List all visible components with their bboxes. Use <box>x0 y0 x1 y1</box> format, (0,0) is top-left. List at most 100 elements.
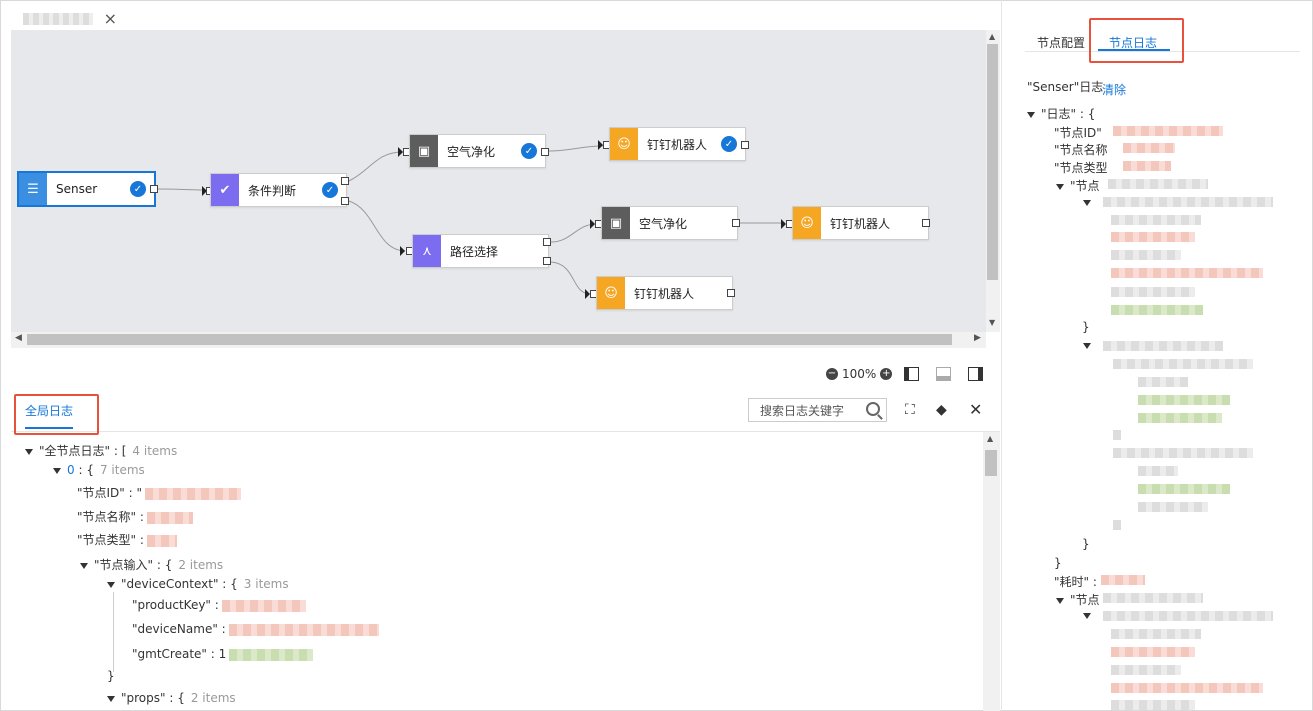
list-item[interactable] <box>1083 338 1097 352</box>
masked-value <box>1123 143 1175 153</box>
expand-icon[interactable] <box>1056 183 1064 190</box>
check-icon: ✓ <box>521 143 537 159</box>
output-port[interactable] <box>541 148 549 156</box>
expand-icon[interactable] <box>1027 111 1035 118</box>
node-dingtalk-robot-2[interactable]: ☺ 钉钉机器人 <box>792 206 929 240</box>
node-dingtalk-robot-3[interactable]: ☺ 钉钉机器人 <box>596 276 733 310</box>
output-port[interactable] <box>732 219 740 227</box>
expand-icon[interactable] <box>1056 597 1064 604</box>
masked-value <box>1111 700 1195 710</box>
output-port[interactable] <box>543 238 551 246</box>
output-port[interactable] <box>341 177 349 185</box>
close-icon[interactable]: ✕ <box>969 400 983 419</box>
scroll-left-icon[interactable]: ◀ <box>15 333 22 343</box>
input-arrow-icon <box>781 219 786 229</box>
list-item[interactable]: 0 : {7 items <box>53 463 145 477</box>
zoom-out-icon[interactable]: − <box>826 368 838 380</box>
masked-value <box>1113 359 1253 369</box>
masked-value <box>1111 232 1195 242</box>
masked-value <box>1101 575 1145 585</box>
expand-icon[interactable] <box>107 695 115 702</box>
list-item[interactable]: "props" : {2 items <box>107 691 236 705</box>
highlight-box <box>1089 18 1184 63</box>
node-condition[interactable]: ✔ 条件判断 ✓ <box>210 173 347 207</box>
list-item[interactable]: "日志" : { <box>1027 105 1095 122</box>
layout-bottom-panel-icon[interactable] <box>936 367 951 381</box>
output-port[interactable] <box>543 257 551 265</box>
output-port[interactable] <box>922 219 930 227</box>
masked-value <box>146 511 193 524</box>
fullscreen-icon[interactable]: ⛶ <box>905 402 915 418</box>
list-item[interactable]: "节点 <box>1056 177 1100 194</box>
masked-value <box>1108 179 1208 189</box>
zoom-level: 100% <box>842 367 877 381</box>
list-item[interactable]: "节点 <box>1056 591 1100 608</box>
expand-icon[interactable] <box>1083 342 1091 349</box>
masked-value <box>221 599 306 612</box>
layout-left-panel-icon[interactable] <box>904 367 919 381</box>
zoom-control: − 100% + <box>826 364 893 384</box>
output-port[interactable] <box>741 141 749 149</box>
flow-edges <box>157 145 785 295</box>
expand-icon[interactable] <box>107 581 115 588</box>
log-search-input[interactable]: 搜索日志关键字 <box>748 398 887 422</box>
masked-value <box>1111 250 1181 260</box>
scroll-thumb[interactable] <box>27 334 952 345</box>
search-icon[interactable] <box>866 402 880 416</box>
list-item[interactable]: "节点输入" : {2 items <box>80 556 223 573</box>
eraser-icon[interactable]: ◆ <box>936 402 947 418</box>
node-air-purifier-2[interactable]: ▣ 空气净化 <box>601 206 738 240</box>
scroll-up-icon[interactable]: ▲ <box>989 32 996 41</box>
scroll-down-icon[interactable]: ▼ <box>989 318 996 327</box>
close-icon[interactable]: × <box>103 9 117 28</box>
list-item: "节点名称 <box>1054 143 1108 157</box>
layout-right-panel-icon[interactable] <box>968 367 983 381</box>
list-item: "productKey" : <box>132 598 306 612</box>
tab-node-log[interactable]: 节点日志 <box>1109 36 1158 50</box>
clear-log-link[interactable]: 清除 <box>1102 83 1127 97</box>
right-panel <box>1001 0 1313 711</box>
list-item: "节点名称" : <box>77 508 193 525</box>
scroll-thumb[interactable] <box>985 450 997 476</box>
list-item[interactable]: "deviceContext" : {3 items <box>107 577 289 591</box>
expand-icon[interactable] <box>53 467 61 474</box>
canvas-vertical-scrollbar[interactable]: ▲ ▼ <box>986 30 1000 332</box>
node-route-select[interactable]: ⋏ 路径选择 <box>412 234 549 268</box>
output-port[interactable] <box>150 185 158 193</box>
flow-canvas[interactable]: ☰ Senser ✓ ✔ 条件判断 ✓ ▣ 空气净化 ✓ ☺ 钉钉机器人 ✓ ⋏… <box>11 30 986 332</box>
list-item: "节点ID" : " <box>77 484 242 501</box>
expand-icon[interactable] <box>1083 199 1091 206</box>
node-air-purifier-1[interactable]: ▣ 空气净化 ✓ <box>409 134 546 168</box>
right-panel-scrollbar[interactable] <box>1300 60 1310 711</box>
scroll-thumb[interactable] <box>987 44 998 280</box>
log-vertical-scrollbar[interactable]: ▲ <box>983 432 1000 711</box>
masked-value <box>229 648 314 661</box>
node-label: 条件判断 <box>248 183 297 198</box>
masked-value <box>1138 395 1230 405</box>
node-senser[interactable]: ☰ Senser ✓ <box>18 172 155 206</box>
list-item: "节点类型" : <box>77 531 177 548</box>
route-icon: ⋏ <box>413 235 441 267</box>
output-port[interactable] <box>341 197 349 205</box>
canvas-horizontal-scrollbar[interactable]: ◀ ▶ <box>11 332 986 348</box>
list-item: "节点ID" <box>1054 126 1102 140</box>
expand-icon[interactable] <box>80 562 88 569</box>
expand-icon[interactable] <box>25 448 33 455</box>
editor-tab[interactable]: × <box>11 7 125 30</box>
masked-value <box>1113 448 1253 458</box>
masked-value <box>1103 341 1223 351</box>
tab-node-config[interactable]: 节点配置 <box>1037 36 1086 50</box>
node-dingtalk-robot-1[interactable]: ☺ 钉钉机器人 ✓ <box>609 127 746 161</box>
list-item: } <box>107 669 115 683</box>
check-icon: ✔ <box>211 174 239 206</box>
scroll-up-icon[interactable]: ▲ <box>987 434 994 443</box>
scroll-right-icon[interactable]: ▶ <box>974 333 981 343</box>
masked-value <box>1138 484 1230 494</box>
expand-icon[interactable] <box>1083 612 1091 619</box>
list-item[interactable] <box>1083 195 1097 209</box>
list-item[interactable] <box>1083 608 1097 622</box>
list-item[interactable]: "全节点日志" : [4 items <box>25 442 177 459</box>
zoom-in-icon[interactable]: + <box>880 368 893 380</box>
tab-global-log[interactable]: 全局日志 <box>25 402 74 429</box>
output-port[interactable] <box>727 289 735 297</box>
